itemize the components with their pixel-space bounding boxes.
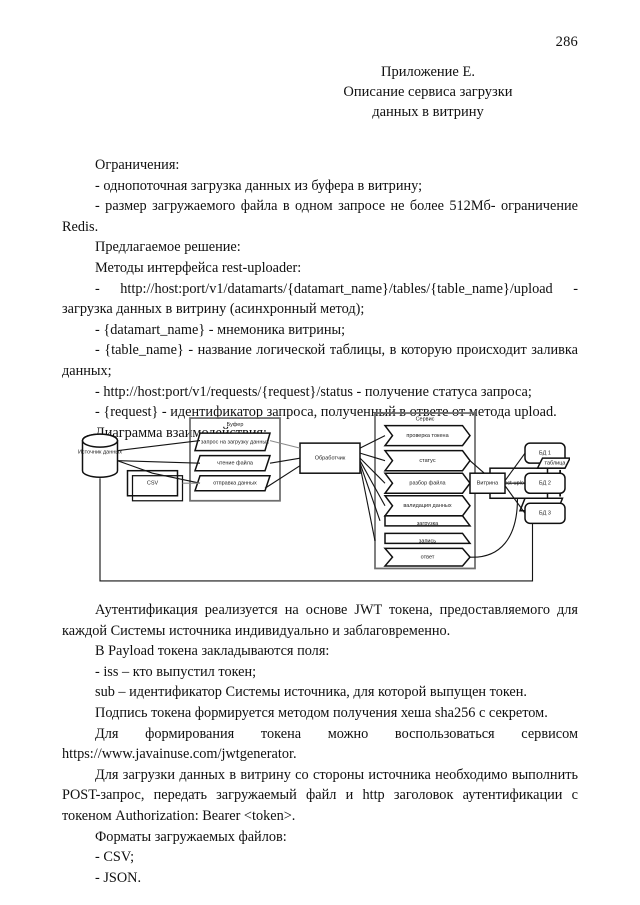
diagram-left-step-3: отправка данных bbox=[193, 474, 272, 492]
paragraph-endpoint-status: - http://host:port/v1/requests/{request}… bbox=[95, 383, 532, 400]
paragraph-param-request: - {request} - идентификатор запроса, пол… bbox=[95, 404, 557, 421]
diagram-target-tag-label: таблица bbox=[545, 461, 567, 467]
diagram-csv-label: CSV bbox=[147, 481, 159, 487]
paragraph-solution-heading: Предлагаемое решение: bbox=[95, 239, 241, 256]
diagram-right-step-6: запись bbox=[384, 532, 472, 544]
diagram-hub-box: Витрина bbox=[469, 472, 506, 495]
appendix-title-line-1: Описание сервиса загрузки bbox=[343, 84, 513, 100]
diagram-target-1-label: БД 1 bbox=[539, 451, 551, 457]
paragraph-param-datamart-name: - {datamart_name} - мнемоника витрины; bbox=[95, 321, 346, 338]
diagram-right-step-2-label: статус bbox=[419, 458, 435, 464]
body-text-lower: Аутентификация реализуется на основе JWT… bbox=[62, 600, 578, 888]
diagram-source-db-label-1: Источник данных bbox=[78, 449, 122, 455]
paragraph-format-json: - JSON. bbox=[95, 869, 142, 886]
diagram-node-csv: CSV bbox=[126, 469, 184, 502]
paragraph-constraint-1: - однопоточная загрузка данных из буфера… bbox=[95, 177, 423, 194]
diagram-target-3-label: БД 3 bbox=[539, 511, 551, 517]
diagram-right-step-7-label: ответ bbox=[421, 555, 435, 561]
diagram-right-step-3-label: разбор файла bbox=[409, 480, 446, 487]
appendix-title-line-2: данных в витрину bbox=[372, 104, 484, 120]
diagram-hub-label: Витрина bbox=[477, 481, 499, 487]
appendix-heading: Приложение Е. Описание сервиса загрузки … bbox=[278, 62, 578, 122]
paragraph-payload-heading: В Payload токена закладываются поля: bbox=[95, 643, 330, 660]
appendix-label: Приложение Е. bbox=[381, 64, 475, 80]
diagram-canvas: Источник данных CSV Буфер запрос на загр… bbox=[78, 412, 564, 582]
paragraph-token-generator: Для формирования токена можно воспользов… bbox=[62, 725, 578, 763]
paragraph-upload-instructions: Для загрузки данных в витрину со стороны… bbox=[62, 766, 578, 824]
diagram-group-left-label: Буфер bbox=[227, 422, 244, 428]
diagram-target-2: БД 2 bbox=[524, 472, 566, 495]
diagram-target-tag: таблица bbox=[536, 457, 570, 469]
diagram-group-right-label: Сервис bbox=[416, 417, 435, 423]
paragraph-param-table-name: - {table_name} - название логической таб… bbox=[62, 342, 578, 379]
diagram-left-step-1: запрос на загрузку данных bbox=[194, 432, 271, 452]
paragraph-payload-iss: - iss – кто выпустил токен; bbox=[95, 663, 257, 680]
diagram-router-label: Обработчик bbox=[315, 456, 346, 462]
page-number: 286 bbox=[555, 34, 578, 50]
diagram-right-step-3: разбор файла bbox=[383, 472, 471, 495]
paragraph-endpoint-upload: - http://host:port/v1/datamarts/{datamar… bbox=[62, 280, 578, 318]
diagram-group-left: Буфер bbox=[189, 417, 281, 502]
diagram-target-2-label: БД 2 bbox=[539, 481, 551, 487]
diagram-left-step-2: чтение файла bbox=[193, 454, 272, 472]
paragraph-constraint-2: - размер загружаемого файла в одном запр… bbox=[62, 198, 578, 235]
diagram-right-step-5-label: загрузка bbox=[417, 521, 439, 527]
paragraph-auth-jwt: Аутентификация реализуется на основе JWT… bbox=[62, 602, 578, 639]
diagram-right-step-5: загрузка bbox=[384, 515, 472, 527]
paragraph-format-csv: - CSV; bbox=[95, 849, 135, 866]
paragraph-methods-heading: Методы интерфейса rest-uploader: bbox=[95, 259, 302, 276]
diagram-left-step-3-label: отправка данных bbox=[213, 481, 257, 487]
diagram-right-step-7: ответ bbox=[383, 547, 471, 567]
diagram-node-source-db: Источник данных bbox=[78, 433, 122, 478]
paragraph-signature: Подпись токена формируется методом получ… bbox=[95, 704, 548, 721]
body-text-upper: Ограничения: - однопоточная загрузка дан… bbox=[62, 155, 578, 443]
diagram-left-step-1-label: запрос на загрузку данных bbox=[201, 439, 269, 445]
diagram-target-3: БД 3 bbox=[524, 502, 566, 525]
diagram-right-step-6-label: запись bbox=[419, 538, 436, 544]
diagram-hub-connectors bbox=[504, 452, 526, 514]
diagram-right-step-1: проверка токена bbox=[383, 424, 471, 447]
paragraph-constraints-heading: Ограничения: bbox=[95, 157, 180, 173]
diagram-right-step-4-label: валидация данных bbox=[403, 503, 451, 509]
diagram-left-step-2-label: чтение файла bbox=[217, 460, 254, 467]
diagram-right-step-2: статус bbox=[383, 449, 471, 472]
interaction-diagram: Источник данных CSV Буфер запрос на загр… bbox=[70, 398, 570, 586]
diagram-right-cluster: Витрина БД 1 БД 2 БД 3 таблица bbox=[469, 442, 570, 525]
paragraph-payload-sub: sub – идентификатор Системы источника, д… bbox=[95, 684, 528, 701]
paragraph-formats-heading: Форматы загружаемых файлов: bbox=[95, 828, 287, 845]
diagram-right-step-1-label: проверка токена bbox=[406, 433, 449, 439]
